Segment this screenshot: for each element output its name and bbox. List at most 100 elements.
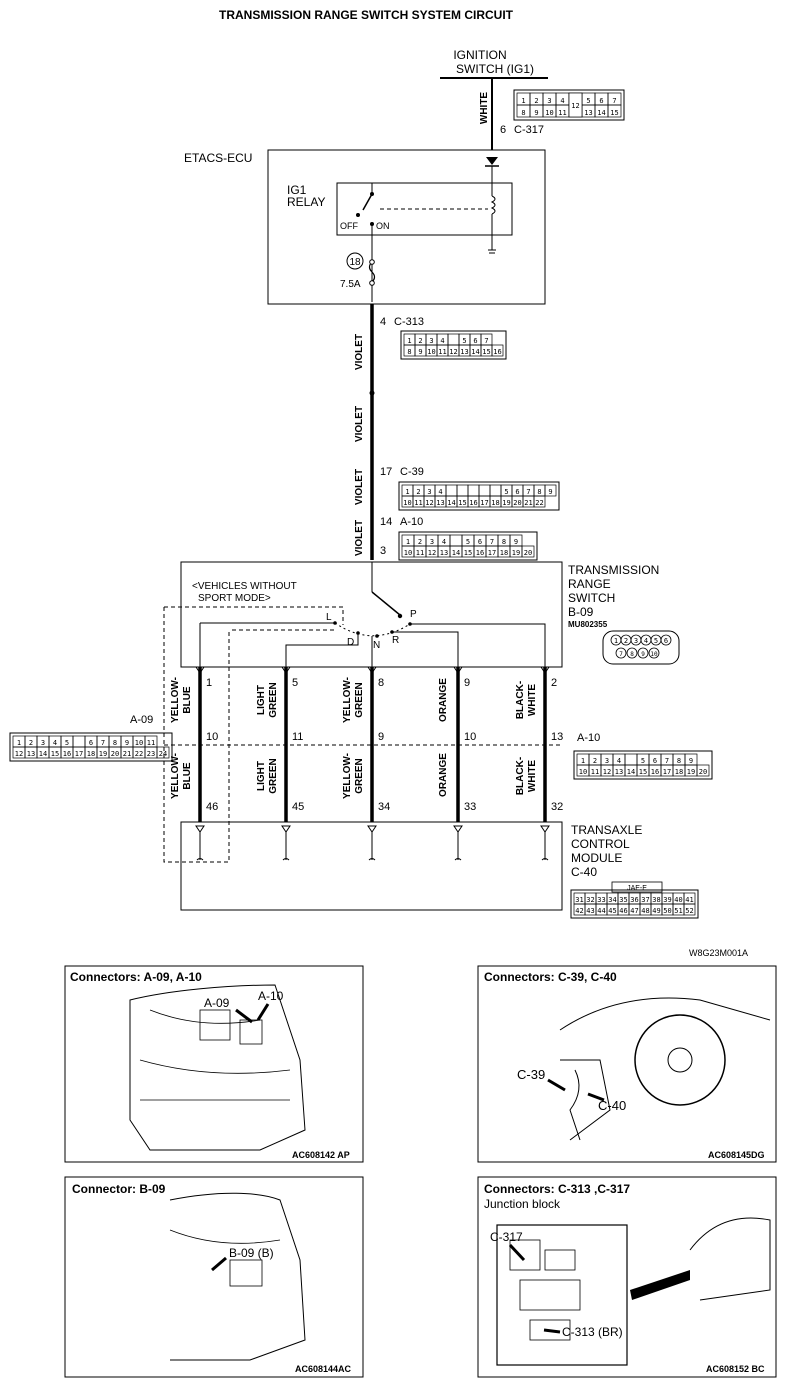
connector-pin: 16: [469, 499, 477, 507]
connector-cell: [544, 484, 557, 497]
connector-pin: 32: [586, 896, 594, 904]
terminal-icon: [540, 825, 550, 833]
connector-pin: 19: [502, 499, 510, 507]
connector-cell: [467, 484, 480, 497]
connector-pin: 34: [608, 896, 616, 904]
connector-pin: 4: [438, 488, 442, 496]
connector-pin: 7: [490, 538, 494, 546]
r-link: [392, 631, 459, 667]
connector-pin: 8: [407, 348, 411, 356]
connector-pin: 10: [650, 651, 658, 658]
wire-mid-pin: 10: [464, 731, 476, 743]
wire-mid-pin: 9: [378, 731, 384, 743]
b09-pin-3: 3: [380, 545, 386, 557]
connector-pin: 14: [627, 768, 635, 776]
connector-pin: 3: [634, 637, 638, 645]
connector-pin: 10: [135, 739, 143, 747]
terminal-icon: [367, 825, 377, 833]
connector-cell: [648, 647, 660, 659]
connector-cell: [660, 634, 672, 646]
connector-pin: 15: [51, 750, 59, 758]
connector-pin: 15: [458, 499, 466, 507]
connector-pin: 2: [624, 637, 628, 645]
connector-pin: 7: [665, 757, 669, 765]
connector-pin: 33: [597, 896, 605, 904]
callout-a10: A-10: [258, 989, 284, 1003]
wire-color-label: BLACK-: [515, 681, 526, 719]
connector-pin: 17: [480, 499, 488, 507]
connector-pin: 43: [586, 907, 594, 915]
connector-pin: 16: [651, 768, 659, 776]
a09-label: A-09: [130, 714, 153, 726]
connector-pin: 8: [630, 651, 634, 658]
connector-pin: 20: [699, 768, 707, 776]
connector-pin: 13: [440, 549, 448, 557]
connector-cell: [637, 647, 649, 659]
connector-pin: 12: [425, 499, 433, 507]
panel-c313-c317: Connectors: C-313 ,C-317 Junction block …: [477, 1176, 777, 1378]
connector-pin: 51: [674, 907, 682, 915]
wire-color-label: YELLOW-: [170, 753, 181, 799]
sport-dashed-box: [163, 607, 230, 863]
connector-cell: [156, 746, 170, 759]
connector-pin: 52: [685, 907, 693, 915]
callout-c40: C-40: [598, 1098, 626, 1113]
connector-pin: 6: [664, 637, 668, 645]
connector-pin: 16: [63, 750, 71, 758]
connector-pin: 39: [663, 896, 671, 904]
callout-b09: B-09 (B): [229, 1246, 274, 1260]
wire-color-label: WHITE: [527, 760, 538, 793]
terminal-icon: [453, 666, 463, 674]
wire-bottom-pin: 33: [464, 801, 476, 813]
connector-pin: 9: [418, 348, 422, 356]
a10-top-pin: 14: [380, 516, 392, 528]
relay-label-1: IG1: [287, 183, 307, 197]
callout-a09: A-09: [204, 996, 230, 1010]
trs-connector: B-09: [568, 605, 594, 619]
tcm-box: [180, 821, 563, 911]
connector-pin: 3: [41, 739, 45, 747]
terminal-icon: [281, 825, 291, 833]
sport-dashed-top: [164, 606, 344, 625]
connector-pin: 4: [617, 757, 621, 765]
connector-pin: 21: [524, 499, 532, 507]
wire-top-pin: 2: [551, 677, 557, 689]
connector-pin: 9: [689, 757, 693, 765]
connector-pin: 11: [438, 348, 446, 356]
diode-icon: [486, 157, 498, 165]
connector-pin: 6: [599, 97, 603, 105]
connector-cell: [607, 104, 622, 118]
wire-color-label: GREEN: [268, 682, 279, 718]
trs-part-number: MU802355: [568, 620, 608, 629]
switch-arc: [334, 622, 411, 637]
connector-pin: 14: [471, 348, 479, 356]
connector-pin: 3: [605, 757, 609, 765]
connector-cell: [491, 344, 504, 357]
connector-cell: [533, 495, 546, 508]
etacs-box: [267, 149, 546, 305]
wire-color-label: BLUE: [182, 686, 193, 714]
connector-pin: 3: [427, 488, 431, 496]
wire-color-label: YELLOW-: [342, 753, 353, 799]
connector-pin: 2: [418, 337, 422, 345]
wire-bottom-pin: 46: [206, 801, 218, 813]
wire-color-label: LIGHT: [256, 685, 267, 715]
connector-cell: [696, 764, 710, 777]
trs-label-1: TRANSMISSION: [568, 563, 659, 577]
panel-a09-a10: Connectors: A-09, A-10 A-09 A-10 AC60814…: [64, 965, 364, 1163]
c39-label: C-39: [400, 466, 424, 478]
connector-pin: 6: [515, 488, 519, 496]
connector-pin: 7: [526, 488, 530, 496]
wire-mid-pin: 11: [292, 731, 303, 743]
connector-pin: 4: [53, 739, 57, 747]
sport-note-1: <VEHICLES WITHOUT: [192, 581, 297, 592]
connector-pin: 11: [591, 768, 599, 776]
connector-cell: [456, 484, 469, 497]
violet-label-3: VIOLET: [354, 469, 365, 505]
connector-pin: 12: [15, 750, 23, 758]
connector-pin: 8: [537, 488, 541, 496]
wire-bottom-pin: 34: [378, 801, 390, 813]
connector-pin: 7: [619, 651, 623, 658]
